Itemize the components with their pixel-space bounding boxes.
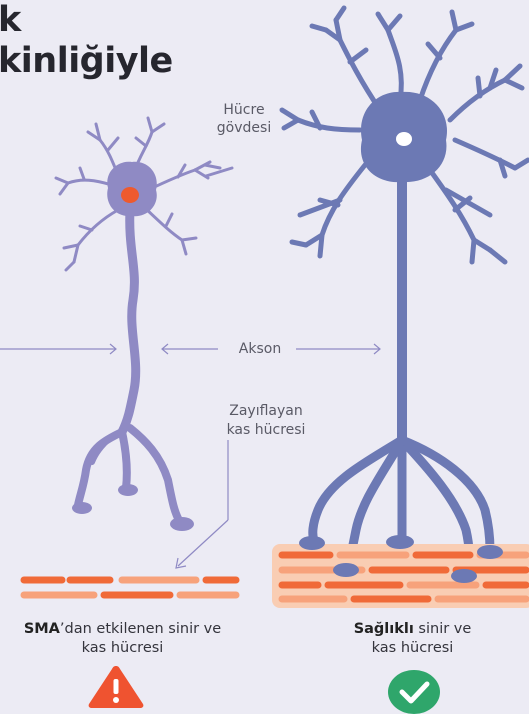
warning-triangle-icon bbox=[87, 664, 145, 708]
axon-label: Akson bbox=[226, 340, 294, 358]
weakened-muscle-label: Zayıflayan kas hücresi bbox=[210, 402, 322, 440]
pointer-lines bbox=[0, 344, 380, 568]
healthy-caption-rest: sinir ve bbox=[414, 621, 471, 637]
sma-caption-line2: kas hücresi bbox=[0, 639, 245, 658]
cell-body-label: Hücre gövdesi bbox=[209, 101, 279, 137]
sma-axon bbox=[122, 210, 136, 432]
healthy-caption: Sağlıklı sinir ve kas hücresi bbox=[330, 620, 495, 658]
healthy-caption-line2: kas hücresi bbox=[330, 639, 495, 658]
sma-caption: SMA’dan etkilenen sinir ve kas hücresi bbox=[0, 620, 245, 658]
title-line-2: kinliğiyle bbox=[0, 44, 173, 79]
healthy-nucleus bbox=[396, 132, 412, 146]
title-line-1: k bbox=[0, 3, 21, 38]
sma-nucleus bbox=[121, 187, 139, 203]
sma-caption-bold: SMA bbox=[24, 621, 60, 637]
healthy-caption-bold: Sağlıklı bbox=[354, 621, 414, 637]
sma-caption-rest: ’dan etkilenen sinir ve bbox=[60, 621, 221, 637]
sma-muscle bbox=[24, 580, 236, 595]
check-circle-icon bbox=[388, 664, 440, 714]
